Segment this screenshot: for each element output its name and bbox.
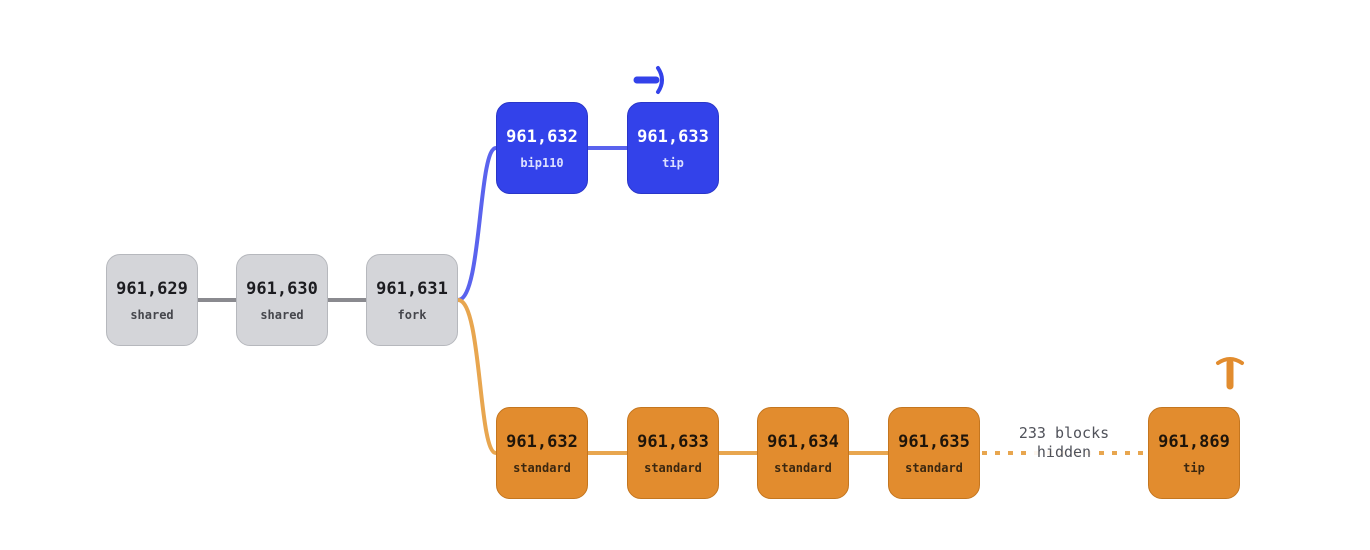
- block-height: 961,632: [506, 431, 578, 452]
- block-height: 961,634: [767, 431, 839, 452]
- block-height: 961,633: [637, 126, 709, 147]
- block-label: shared: [260, 307, 304, 322]
- block-standard-tip[interactable]: 961,869 tip: [1148, 407, 1240, 499]
- block-standard-2[interactable]: 961,633 standard: [627, 407, 719, 499]
- block-shared-2[interactable]: 961,630 shared: [236, 254, 328, 346]
- block-label: tip: [1183, 460, 1205, 475]
- block-height: 961,631: [376, 278, 448, 299]
- pickaxe-icon: [1216, 357, 1244, 390]
- block-fork[interactable]: 961,631 fork: [366, 254, 458, 346]
- hidden-note-line2: hidden: [1033, 443, 1095, 462]
- link-fork-bip110: [457, 146, 498, 302]
- block-shared-1[interactable]: 961,629 shared: [106, 254, 198, 346]
- block-label: standard: [513, 460, 571, 475]
- link-fork-standard: [457, 298, 498, 455]
- pickaxe-icon: [633, 66, 664, 94]
- block-height: 961,630: [246, 278, 318, 299]
- block-height: 961,629: [116, 278, 188, 299]
- block-label: fork: [397, 307, 427, 322]
- block-label: bip110: [520, 155, 564, 170]
- block-height: 961,633: [637, 431, 709, 452]
- block-label: standard: [905, 460, 963, 475]
- block-standard-3[interactable]: 961,634 standard: [757, 407, 849, 499]
- block-label: standard: [644, 460, 702, 475]
- block-label: standard: [774, 460, 832, 475]
- block-label: shared: [130, 307, 174, 322]
- block-height: 961,632: [506, 126, 578, 147]
- block-height: 961,869: [1158, 431, 1230, 452]
- block-standard-4[interactable]: 961,635 standard: [888, 407, 980, 499]
- block-height: 961,635: [898, 431, 970, 452]
- block-standard-1[interactable]: 961,632 standard: [496, 407, 588, 499]
- block-label: tip: [662, 155, 684, 170]
- hidden-note-line1: 233 blocks: [1015, 424, 1113, 443]
- block-bip110-tip[interactable]: 961,633 tip: [627, 102, 719, 194]
- block-bip110-1[interactable]: 961,632 bip110: [496, 102, 588, 194]
- hidden-blocks-note: 233 blocks hidden: [996, 424, 1132, 462]
